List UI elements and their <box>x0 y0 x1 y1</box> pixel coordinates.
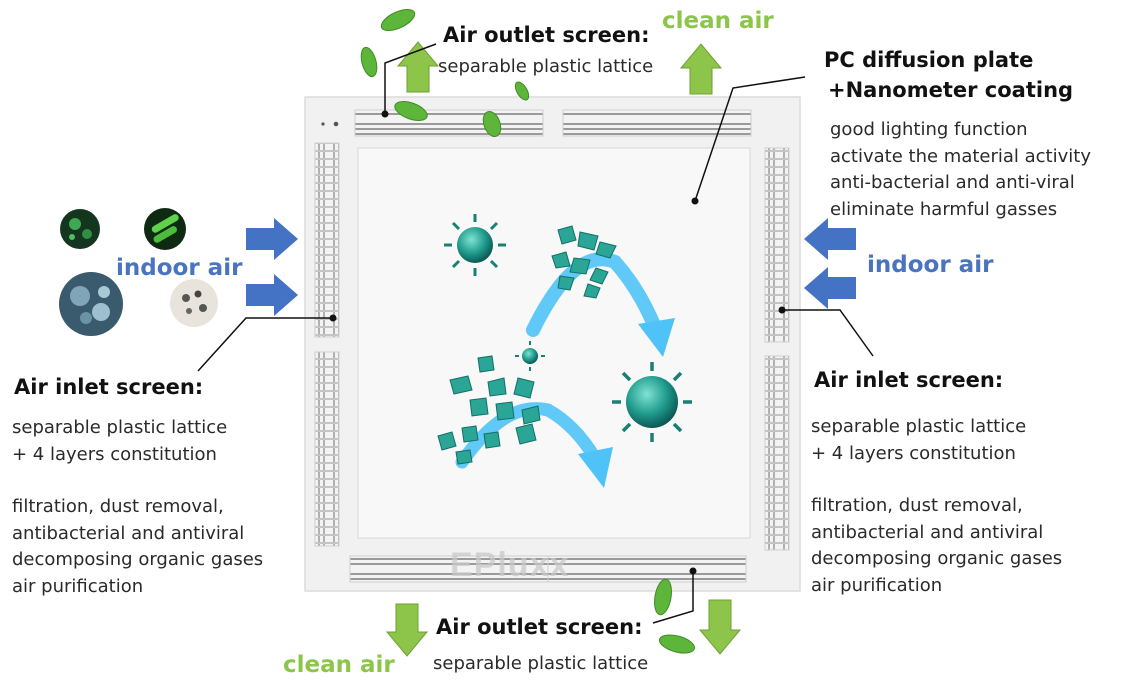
bottom-outlet-title: Air outlet screen: <box>436 615 643 639</box>
leader-dot <box>689 567 697 575</box>
left-inlet-func-line: decomposing organic gases <box>12 549 264 570</box>
right-inlet-desc-line: separable plastic lattice <box>811 416 1027 437</box>
right-inlet-grill-top <box>764 147 790 343</box>
pc-plate-feature: good lighting function <box>830 119 1028 140</box>
microbe-icon <box>60 209 100 249</box>
leader-lines <box>197 43 874 624</box>
top-outlet-grill-right <box>562 109 752 137</box>
top-clean-air-label: clean air <box>662 8 774 34</box>
right-inlet-grill-bottom <box>764 355 790 551</box>
air-flow-arrow-head <box>578 447 613 488</box>
bottom-outlet-grill-right <box>547 555 747 583</box>
left-inlet-grill-top <box>314 142 340 338</box>
top-outlet-desc: separable plastic lattice <box>438 56 654 77</box>
right-inlet-desc: separable plastic lattice + 4 layers con… <box>811 414 1062 599</box>
right-inlet-desc-line: + 4 layers constitution <box>811 442 1016 464</box>
bottom-outlet-grill-left <box>349 555 549 583</box>
right-inlet-title: Air inlet screen: <box>814 368 1004 392</box>
microbe-icon <box>144 208 186 250</box>
pc-plate-feature: activate the material activity <box>830 145 1091 167</box>
air-flow-arrow-icon <box>526 252 663 337</box>
left-inlet-desc: separable plastic lattice + 4 layers con… <box>12 415 263 600</box>
bottom-clean-air-label: clean air <box>283 652 395 678</box>
panel-center-plate <box>357 147 751 539</box>
leader-dot <box>691 197 699 205</box>
right-inlet-func-line: air purification <box>811 574 943 596</box>
left-inlet-title: Air inlet screen: <box>14 375 204 399</box>
left-inlet-func-line: filtration, dust removal, <box>12 496 224 517</box>
left-indoor-air-label: indoor air <box>116 255 243 281</box>
bottom-outlet-desc: separable plastic lattice <box>433 653 649 674</box>
indoor-air-arrow-icon <box>804 218 856 260</box>
right-inlet-func-line: filtration, dust removal, <box>811 495 1023 516</box>
pc-plate-title-line1: PC diffusion plate <box>824 48 1034 72</box>
pc-plate-feature: anti-bacterial and anti-viral <box>830 172 1075 193</box>
virus-icon <box>515 341 545 371</box>
pc-plate-features: good lighting function activate the mate… <box>830 117 1091 223</box>
right-inlet-func-line: decomposing organic gases <box>811 548 1063 569</box>
leader-dot <box>381 110 389 118</box>
left-inlet-grill-bottom <box>314 351 340 547</box>
clean-air-arrow-icon <box>385 603 429 657</box>
virus-fragments <box>437 225 617 465</box>
right-indoor-air-label: indoor air <box>867 252 994 278</box>
indicator-dot <box>321 122 325 126</box>
right-inlet-func-line: antibacterial and antiviral <box>811 521 1044 543</box>
virus-icon <box>612 362 692 442</box>
brand-watermark: EPluxx <box>450 546 570 584</box>
clean-air-arrow-icon <box>396 41 440 93</box>
left-inlet-func-line: antibacterial and antiviral <box>12 522 245 544</box>
pc-plate-feature: eliminate harmful gasses <box>830 198 1058 220</box>
air-flow-arrow-head <box>638 318 675 357</box>
indicator-dot <box>333 121 339 127</box>
pc-plate-title-line2: +Nanometer coating <box>828 78 1074 102</box>
top-outlet-title: Air outlet screen: <box>443 23 650 47</box>
leaf-icon <box>360 8 696 654</box>
microbe-icon <box>59 272 123 336</box>
indoor-air-arrow-icon <box>804 267 856 309</box>
left-inlet-desc-line: separable plastic lattice <box>12 417 228 438</box>
indoor-air-arrow-icon <box>246 218 298 260</box>
microbe-icon <box>170 279 218 327</box>
leader-dot <box>778 306 786 314</box>
virus-icon <box>444 214 506 276</box>
left-inlet-desc-line: + 4 layers constitution <box>12 443 217 465</box>
indoor-air-arrow-icon <box>246 274 298 316</box>
left-inlet-func-line: air purification <box>12 575 144 597</box>
clean-air-arrow-icon <box>698 599 742 655</box>
leader-dot <box>329 314 337 322</box>
clean-air-arrow-icon <box>679 43 723 95</box>
